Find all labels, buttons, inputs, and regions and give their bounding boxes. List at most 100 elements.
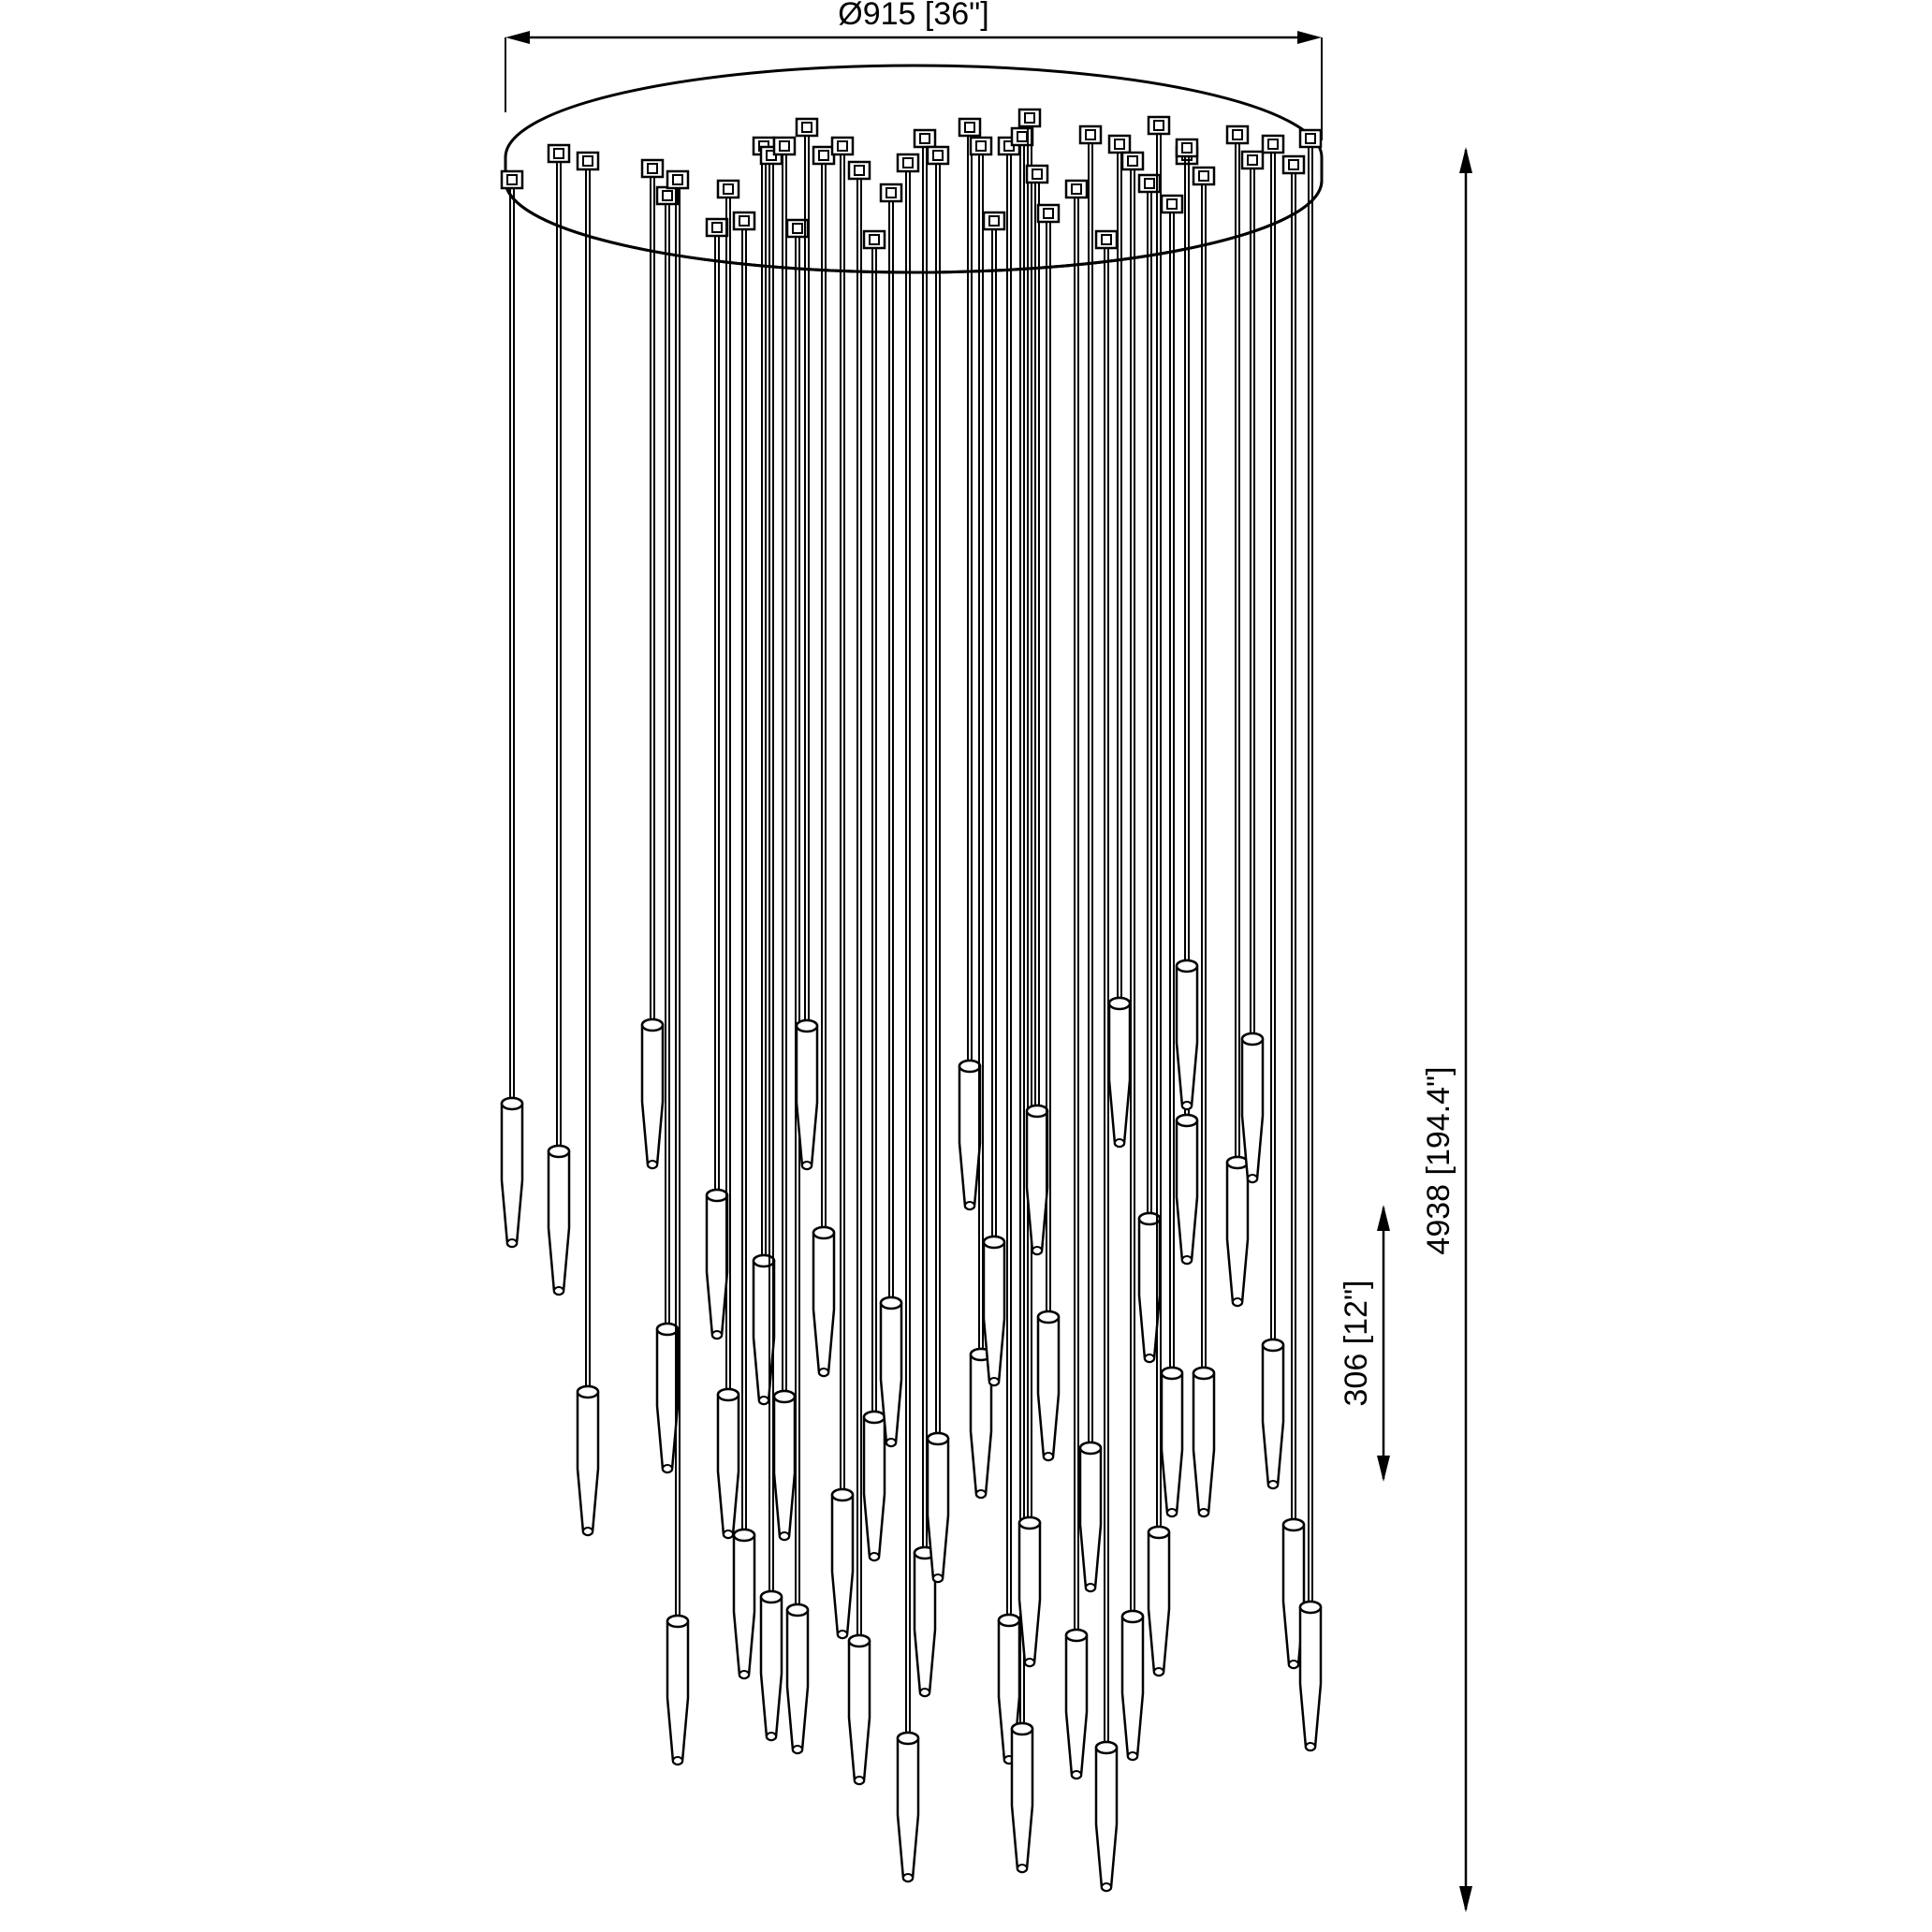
pendant-bottom-cap: [918, 1688, 931, 1697]
pendant-bottom-cap: [757, 1396, 770, 1405]
pendant-bottom-cap: [1165, 1508, 1178, 1517]
pendant-mount-inner: [1181, 142, 1193, 154]
pendant-mount-inner: [1101, 234, 1112, 245]
pendant-body: [655, 1322, 680, 1474]
pendant-bottom-cap: [868, 1552, 881, 1561]
pendant-body: [896, 1731, 920, 1883]
pendant-body: [1261, 1338, 1285, 1490]
pendant-body: [1192, 1366, 1216, 1518]
pendant-top-cap: [1160, 1366, 1184, 1381]
pendant-body: [958, 1059, 982, 1211]
pendant-bottom-cap: [1100, 1882, 1113, 1892]
pendant: [982, 211, 1006, 1387]
pendant-body: [732, 1528, 756, 1680]
pendant-body: [1010, 1721, 1034, 1874]
pendant-bottom-cap: [1304, 1742, 1317, 1751]
pendant-mount-inner: [1043, 208, 1054, 219]
pendant-bottom-cap: [581, 1527, 594, 1536]
pendant-top-cap: [958, 1059, 982, 1074]
pendant-body: [1298, 1600, 1323, 1752]
pendant-mount-inner: [854, 165, 865, 176]
pendant-bottom-cap: [988, 1377, 1001, 1386]
pendant: [576, 151, 600, 1537]
pendant: [1175, 138, 1199, 1111]
pendant: [1010, 126, 1034, 1874]
pendant: [705, 217, 729, 1340]
pendant-mount-inner: [801, 122, 812, 133]
pendant-body: [1094, 1740, 1119, 1893]
arrow-up-icon: [1459, 147, 1472, 173]
pendant-top-cap: [1017, 1515, 1042, 1530]
pendant-bottom-cap: [1143, 1354, 1156, 1363]
pendant: [752, 136, 776, 1406]
pendant: [772, 136, 797, 1542]
pendant-top-cap: [785, 1603, 810, 1617]
pendant-top-cap: [1147, 1525, 1171, 1540]
pendant-bottom-cap: [1266, 1480, 1280, 1489]
pendant: [785, 218, 810, 1755]
overall-drop-dimension-group: [1459, 147, 1472, 1912]
pendant-mount-inner: [818, 150, 829, 161]
pendant-body: [1078, 1441, 1103, 1593]
pendant-bottom-cap: [800, 1161, 813, 1170]
pendant: [1147, 115, 1171, 1677]
pendant: [1064, 179, 1089, 1780]
pendant: [547, 143, 571, 1296]
pendant: [997, 136, 1021, 1765]
pendant: [640, 158, 665, 1170]
pendant: [847, 160, 871, 1786]
pendant-body: [716, 1387, 740, 1540]
pendant-body: [759, 1589, 783, 1742]
pendant-top-cap: [666, 1614, 690, 1629]
pendant-mount-inner: [1071, 183, 1082, 195]
pendant: [896, 153, 920, 1883]
pendant: [1107, 134, 1132, 1149]
pendant-body: [640, 1017, 665, 1170]
pendant: [1160, 194, 1184, 1518]
pendant: [812, 145, 836, 1378]
pendant: [732, 211, 756, 1680]
pendant: [969, 136, 993, 1500]
pendant-mount-inner: [1232, 129, 1243, 140]
pendant-bottom-cap: [1016, 1864, 1029, 1873]
pendant-body: [1120, 1609, 1145, 1762]
pendant-top-cap: [640, 1017, 665, 1032]
pendant-mount-inner: [869, 234, 880, 245]
pendant-top-cap: [926, 1431, 950, 1446]
pendant-bottom-cap: [885, 1438, 898, 1447]
pendant-body: [862, 1410, 886, 1562]
pendant-top-cap: [1225, 1155, 1250, 1170]
pendant: [879, 183, 903, 1448]
pendant-bottom-cap: [661, 1464, 674, 1473]
pendant: [795, 117, 819, 1171]
pendant: [1261, 134, 1285, 1490]
pendant-bottom-cap: [817, 1368, 830, 1377]
pendant-mount-inner: [506, 174, 518, 185]
pendant-mount-inner: [1166, 198, 1178, 210]
pendant-mount-inner: [975, 140, 987, 152]
pendant: [958, 117, 982, 1211]
pendant-top-cap: [1078, 1441, 1103, 1456]
pendant-layer: [500, 108, 1323, 1893]
pendant-bottom-cap: [1246, 1174, 1259, 1183]
pendant-bottom-cap: [1152, 1667, 1165, 1676]
pendant-bottom-cap: [1084, 1583, 1097, 1592]
pendant-mount-inner: [988, 215, 1000, 227]
pendant-top-cap: [705, 1188, 729, 1203]
pendant-top-cap: [1281, 1517, 1306, 1532]
pendant-mount-inner: [1305, 133, 1316, 144]
pendant: [716, 179, 740, 1540]
pendant-body: [547, 1144, 571, 1296]
pendant-top-cap: [1094, 1740, 1119, 1755]
pendant-body: [847, 1633, 871, 1786]
pendant: [1192, 166, 1216, 1518]
pendant-mount-inner: [1288, 159, 1299, 170]
pendant-top-cap: [795, 1018, 819, 1033]
pendant-mount-inner: [1198, 170, 1209, 182]
pendant-mount-inner: [964, 122, 975, 133]
pendant: [666, 169, 690, 1766]
pendant-body: [879, 1295, 903, 1448]
arrow-up-small-icon: [1377, 1205, 1390, 1231]
pendant-top-cap: [1240, 1032, 1265, 1046]
pendant-mount-inner: [1032, 168, 1043, 180]
